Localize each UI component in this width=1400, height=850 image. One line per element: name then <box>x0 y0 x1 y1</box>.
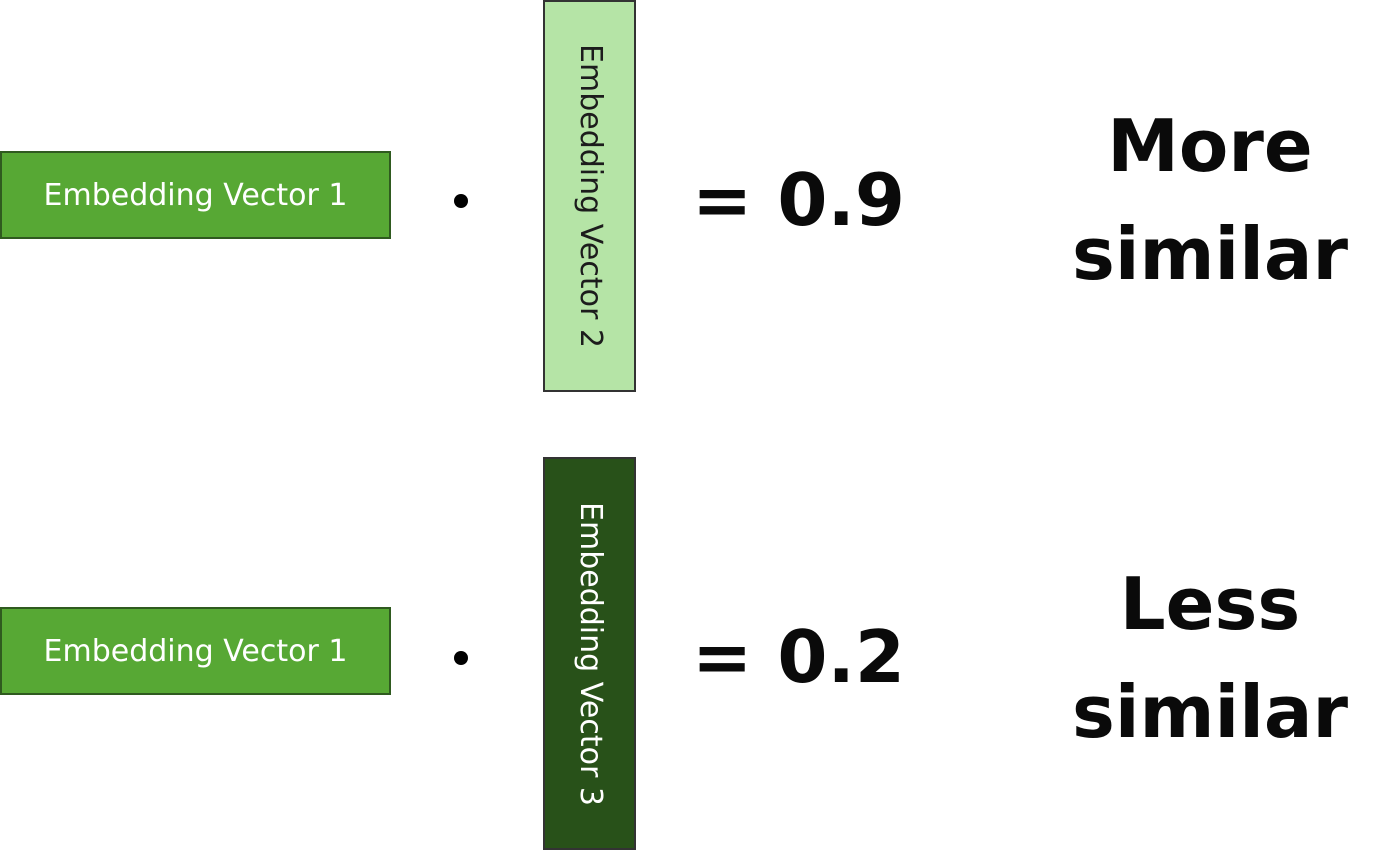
comparison-row-more-similar: Embedding Vector 1 Embedding Vector 2 = … <box>0 0 1400 392</box>
dot-product-operator-icon <box>454 651 468 665</box>
verdict-line-1: More <box>1107 104 1313 188</box>
comparison-row-less-similar: Embedding Vector 1 Embedding Vector 3 = … <box>0 457 1400 850</box>
embedding-vector-1-label: Embedding Vector 1 <box>43 177 348 213</box>
verdict-line-2: similar <box>1071 212 1348 296</box>
embedding-vector-2-box: Embedding Vector 2 <box>543 0 636 392</box>
verdict-line-2: similar <box>1071 670 1348 754</box>
verdict-line-1: Less <box>1119 562 1301 646</box>
similarity-verdict: More similar <box>1040 92 1380 308</box>
embedding-vector-3-box: Embedding Vector 3 <box>543 457 636 850</box>
similarity-verdict: Less similar <box>1040 550 1380 766</box>
embedding-vector-2-label: Embedding Vector 2 <box>572 44 608 348</box>
embedding-vector-1-box: Embedding Vector 1 <box>0 151 391 239</box>
similarity-score: = 0.2 <box>692 615 905 699</box>
embedding-vector-1-box: Embedding Vector 1 <box>0 607 391 695</box>
embedding-vector-1-label: Embedding Vector 1 <box>43 633 348 669</box>
dot-product-operator-icon <box>454 194 468 208</box>
embedding-vector-3-label: Embedding Vector 3 <box>572 501 608 806</box>
similarity-score: = 0.9 <box>692 158 905 242</box>
